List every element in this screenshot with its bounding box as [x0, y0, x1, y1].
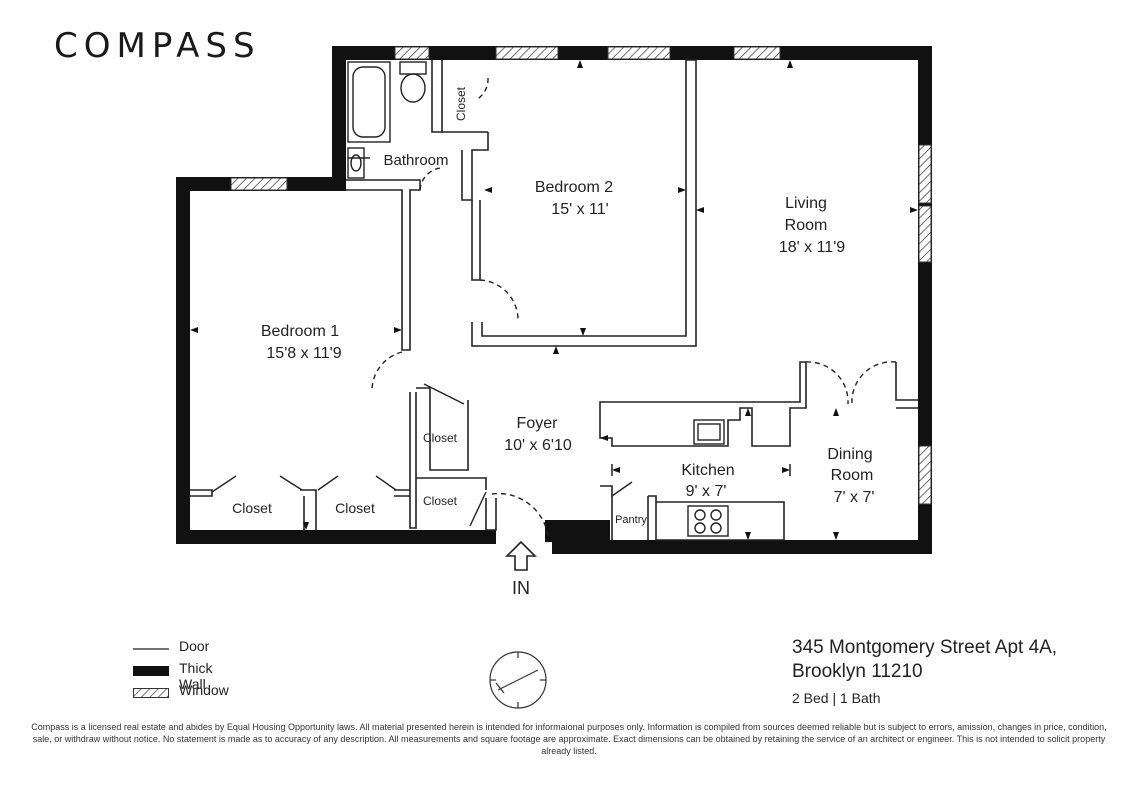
door-swatch-icon: [133, 648, 169, 650]
sink-icon: [347, 147, 365, 179]
dining-name-line2: Room: [831, 467, 874, 484]
kitchen-sink-icon: [693, 419, 725, 445]
address-line1: 345 Montgomery Street Apt 4A,: [792, 637, 1058, 658]
foyer-name: Foyer: [517, 415, 559, 432]
stove-icon: [687, 505, 729, 537]
bedroom1-closet-left-label: Closet: [232, 500, 272, 516]
windows: [230, 46, 932, 505]
compass-logo: COMPASS: [54, 26, 261, 66]
thick-wall-swatch-icon: [133, 666, 169, 676]
window-swatch-icon: [133, 688, 169, 698]
address-block: 345 Montgomery Street Apt 4A, Brooklyn 1…: [792, 636, 1057, 706]
exterior-walls: [176, 46, 932, 554]
living-name-line1: Living: [785, 195, 827, 212]
foyer-size: 10' x 6'10: [504, 437, 572, 454]
legend-door-label: Door: [179, 638, 210, 654]
bedroom2-size: 15' x 11': [551, 201, 608, 218]
legend-thick-wall-label: Thick Wall: [179, 660, 213, 692]
bed-bath-summary: 2 Bed | 1 Bath: [792, 690, 881, 706]
bathtub-icon: [347, 61, 391, 143]
door-leaves: [211, 383, 633, 527]
legend-window-label: Window: [179, 682, 229, 698]
bedroom2-name: Bedroom 2: [535, 179, 613, 196]
north-compass-icon: [489, 651, 547, 709]
living-name-line2: Room: [785, 217, 828, 234]
bathroom-label: Bathroom: [383, 152, 448, 169]
legal-disclaimer: Compass is a licensed real estate and ab…: [31, 722, 1107, 756]
kitchen-size: 9' x 7': [686, 483, 727, 500]
pantry-label: Pantry: [615, 514, 647, 526]
interior-walls: [190, 59, 918, 541]
dining-size: 7' x 7': [834, 489, 875, 506]
foyer-closet-label: Closet: [423, 431, 458, 445]
dimension-markers: [190, 60, 918, 540]
bedroom2-closet-label: Closet: [454, 86, 468, 121]
dining-name-line1: Dining: [827, 446, 872, 463]
toilet-icon: [399, 61, 427, 103]
kitchen-name: Kitchen: [681, 462, 734, 479]
entry-label: IN: [512, 578, 530, 598]
bedroom1-size: 15'8 x 11'9: [266, 345, 341, 362]
bedroom1-closet-right-label: Closet: [335, 500, 375, 516]
bedroom1-name: Bedroom 1: [261, 323, 339, 340]
doors: [371, 77, 897, 537]
address-line2: Brooklyn 11210: [792, 661, 923, 682]
entry-arrow-icon: [505, 540, 537, 571]
living-size: 18' x 11'9: [779, 239, 845, 256]
entry-closet-label: Closet: [423, 494, 458, 508]
